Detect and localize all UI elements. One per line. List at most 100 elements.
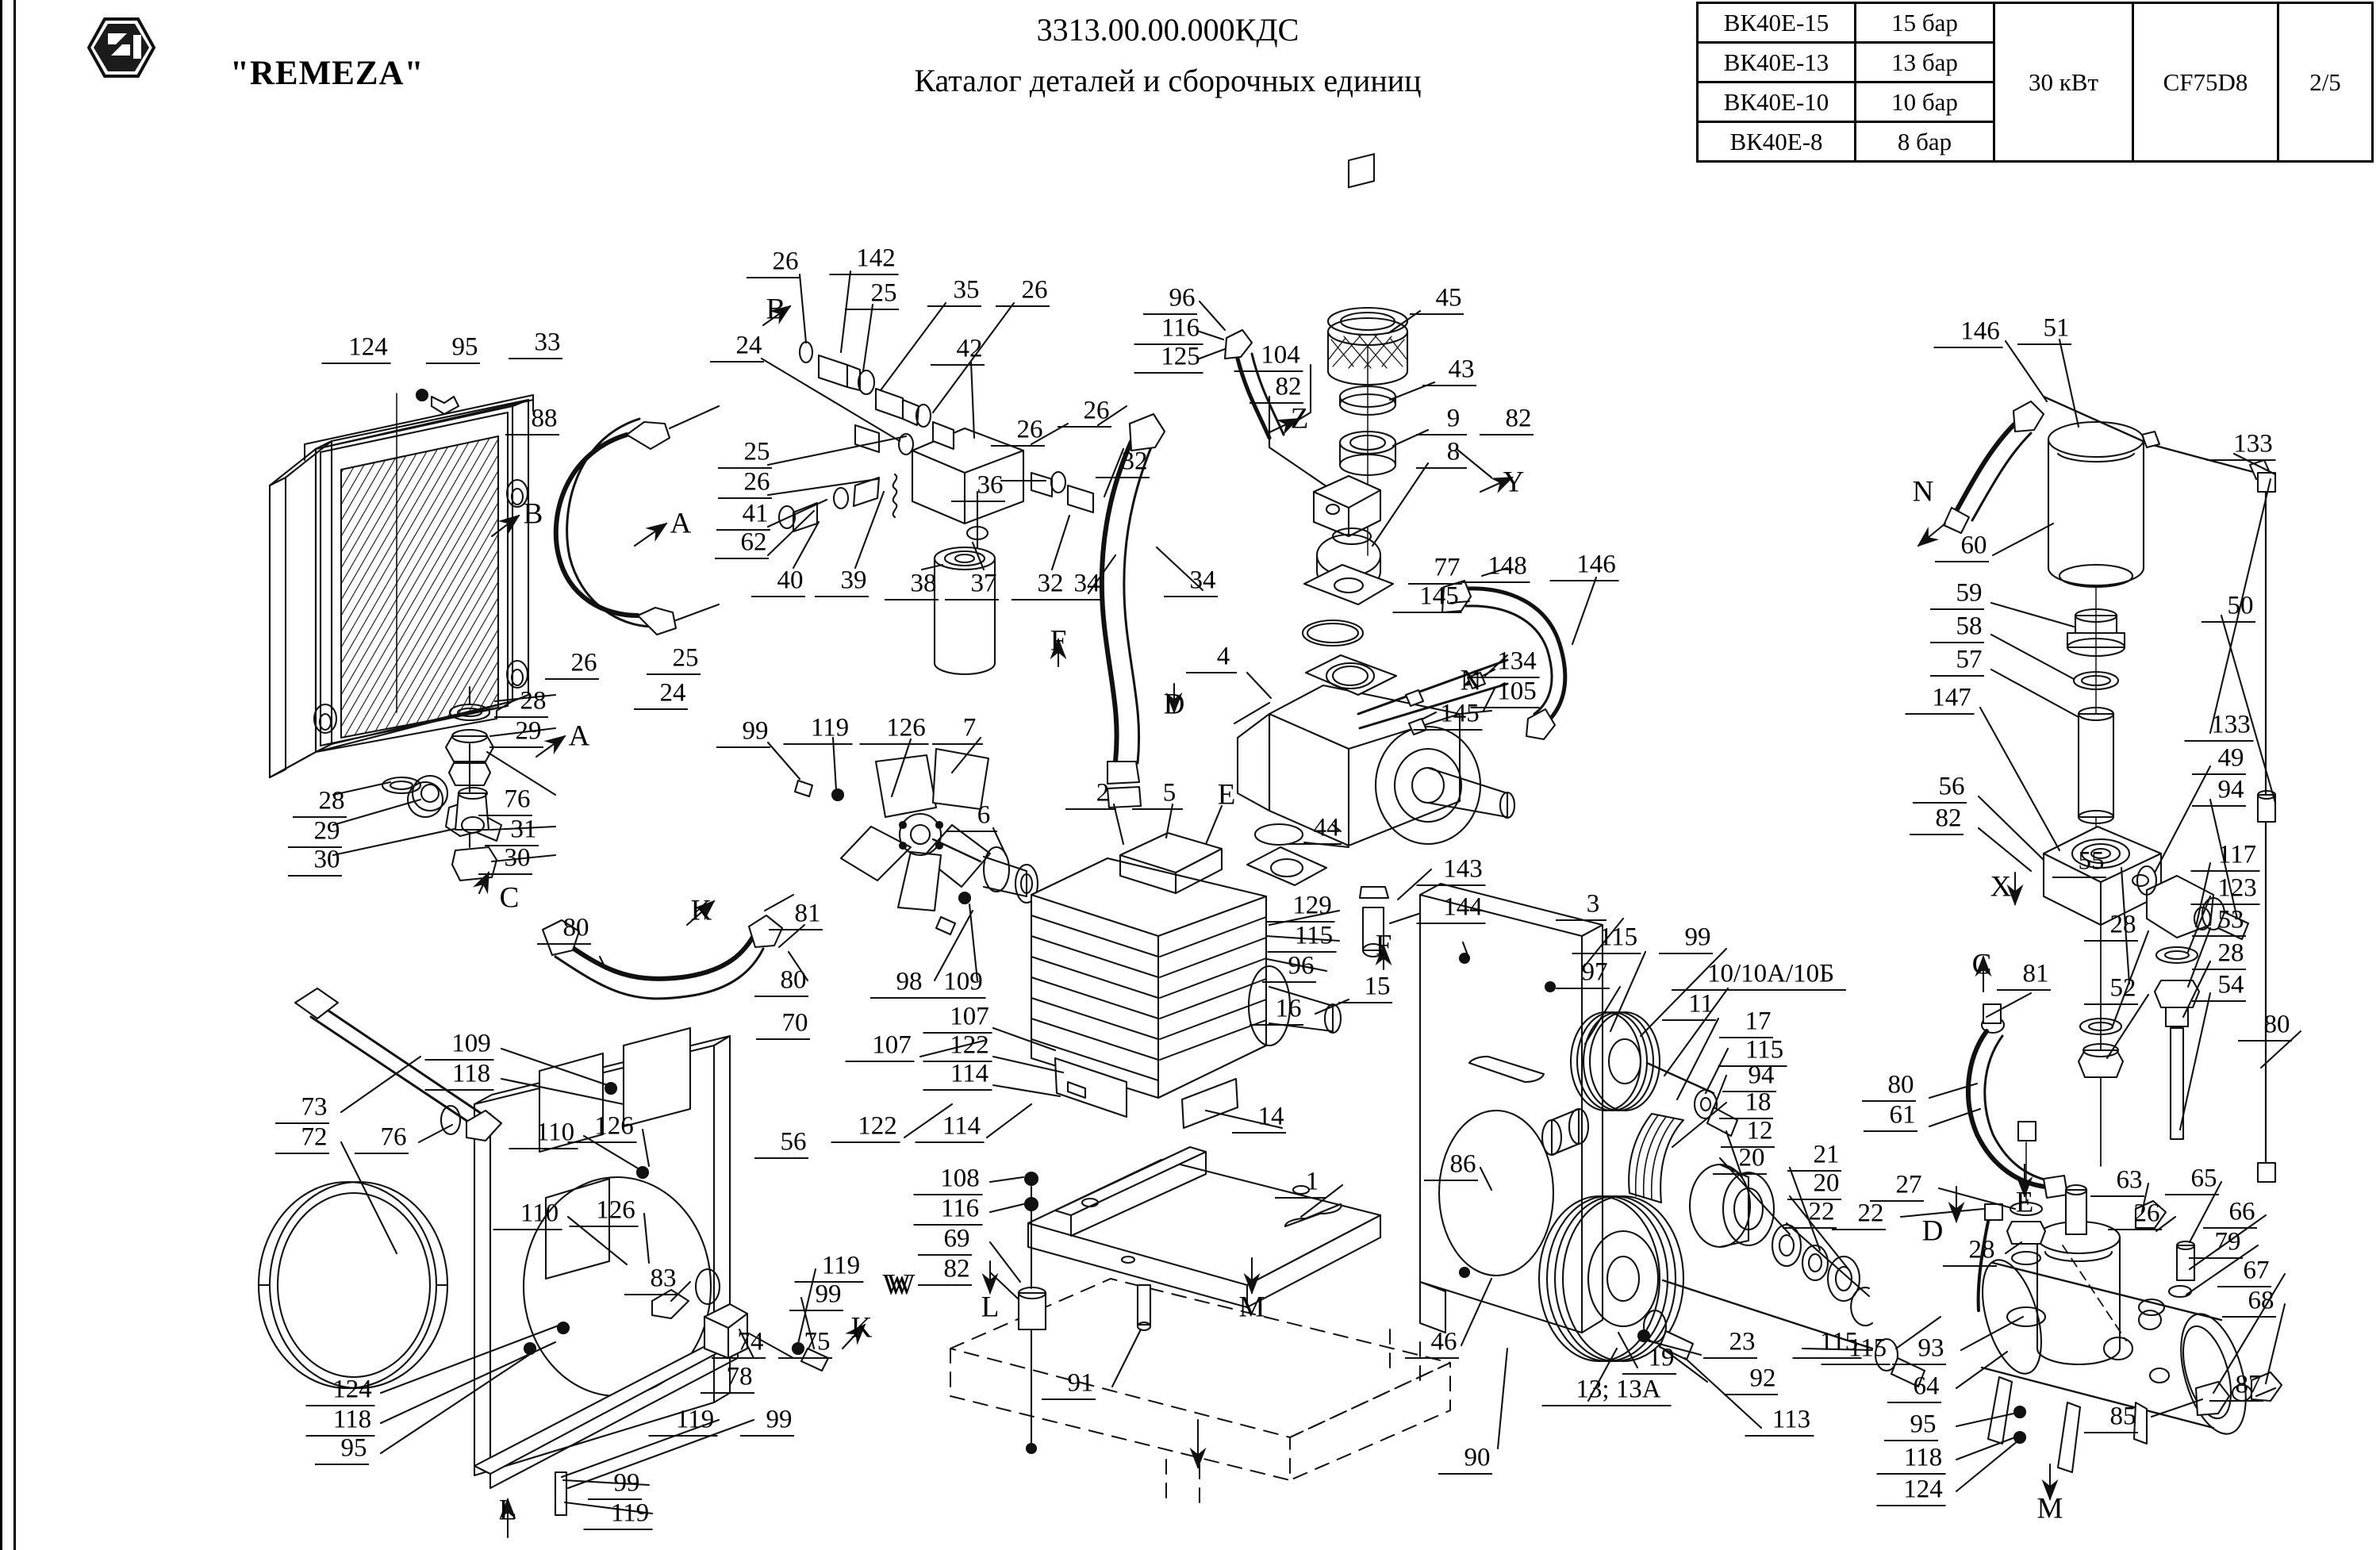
part-number-callout: 46 (1430, 1327, 1457, 1356)
part-number-callout: 33 (534, 328, 561, 357)
part-number-callout: 54 (2217, 970, 2244, 999)
part-number-callout: 67 (2243, 1256, 2270, 1285)
model-cell: ВК40Е-13 (1696, 41, 1856, 83)
part-number-callout: 80 (562, 913, 589, 942)
hose-80-61-right (1928, 992, 2302, 1199)
part-number-callout: 26 (1021, 275, 1048, 305)
part-number-callout: 26 (1083, 396, 1110, 425)
part-number-callout: 30 (313, 845, 340, 874)
part-number-callout: 109 (943, 967, 983, 996)
manifold-block-42 (760, 270, 1128, 676)
part-number-callout: 70 (781, 1008, 808, 1038)
part-number-callout: 133 (2211, 710, 2251, 739)
part-number-callout: 72 (301, 1122, 328, 1152)
part-number-callout: 64 (1913, 1372, 1940, 1401)
remeza-hexagon-logo (86, 17, 156, 78)
tubes-134-105 (1357, 658, 1509, 736)
part-number-callout: 110 (536, 1118, 575, 1147)
part-number-callout: 119 (610, 1498, 650, 1528)
part-number-callout: 122 (950, 1030, 989, 1060)
pressure-cell: 8 бар (1854, 121, 1995, 163)
part-number-callout: 18 (1745, 1088, 1772, 1117)
part-number-callout: 145 (1440, 699, 1480, 728)
part-number-callout: 82 (1505, 404, 1532, 433)
part-number-callout: 26 (2133, 1199, 2160, 1228)
part-number-callout: 50 (2227, 591, 2254, 620)
code-cell: CF75D8 (2132, 2, 2279, 163)
page-title: 3313.00.00.000КДС (1036, 12, 1299, 48)
part-number-callout: 99 (1684, 923, 1711, 952)
part-number-callout: 82 (1935, 804, 1962, 833)
model-cell: ВК40Е-8 (1696, 121, 1856, 163)
part-number-callout: 11 (1688, 989, 1714, 1019)
part-number-callout: 91 (1067, 1368, 1094, 1398)
section-arrow-label: F (1050, 624, 1067, 658)
part-number-callout: 119 (821, 1251, 861, 1280)
part-number-callout: 77 (1434, 553, 1461, 582)
part-number-callout: 76 (504, 785, 531, 814)
section-arrow-label: W (882, 1268, 911, 1302)
brand-name: "REMEZA" (230, 55, 424, 92)
part-number-callout: 60 (1960, 531, 1987, 560)
section-arrow-label: E (2015, 1186, 2034, 1219)
page-subtitle: Каталог деталей и сборочных единиц (914, 63, 1422, 98)
part-number-callout: 10/10А/10Б (1706, 959, 1835, 988)
partition-panel (1418, 882, 1604, 1450)
part-number-callout: 115 (1745, 1035, 1784, 1065)
part-number-callout: 32 (1037, 569, 1064, 598)
part-number-callout: 32 (1121, 447, 1148, 476)
cooling-fan-assembly (685, 736, 1039, 982)
spec-table: ВК40Е-15 15 бар 30 кВт CF75D8 2/5 ВК40Е-… (1696, 2, 2374, 163)
part-number-callout: 31 (510, 815, 537, 844)
part-number-callout: 28 (520, 686, 547, 716)
part-number-callout: 90 (1464, 1443, 1491, 1472)
part-number-callout: 29 (515, 716, 542, 746)
section-arrow-label: M (1238, 1291, 1265, 1324)
part-number-callout: 15 (1364, 972, 1391, 1001)
part-number-callout: 143 (1443, 854, 1483, 884)
part-number-callout: 41 (742, 499, 769, 528)
part-number-callout: 118 (332, 1405, 372, 1434)
table-row: ВК40Е-8 8 бар (1696, 121, 2373, 163)
section-arrow-label: F (1375, 929, 1392, 962)
part-number-callout: 117 (2217, 840, 2257, 869)
section-arrow-label: X (1990, 870, 2012, 904)
base-plate (950, 1145, 1451, 1513)
part-number-callout: 26 (772, 247, 799, 276)
part-number-callout: 23 (1729, 1327, 1756, 1356)
part-number-callout: 94 (1748, 1061, 1775, 1090)
part-number-callout: 56 (1938, 772, 1965, 801)
part-number-callout: 42 (956, 334, 983, 363)
part-number-callout: 45 (1435, 283, 1462, 313)
part-number-callout: 69 (943, 1224, 970, 1253)
part-number-callout: 147 (1932, 683, 1971, 712)
part-number-callout: 30 (504, 843, 531, 873)
part-number-callout: 49 (2217, 743, 2244, 773)
part-number-callout: 145 (1419, 581, 1459, 611)
section-arrow-label: L (498, 1494, 517, 1527)
part-number-callout: 119 (810, 713, 850, 742)
part-number-callout: 113 (1772, 1405, 1811, 1434)
intake-valve-block (1303, 153, 1395, 606)
part-number-callout: 59 (1956, 578, 1983, 608)
part-number-callout: 61 (1889, 1100, 1916, 1130)
section-arrow-label: Y (1503, 466, 1525, 499)
part-number-callout: 109 (451, 1029, 491, 1058)
section-arrow-label: E (1217, 778, 1236, 811)
part-number-callout: 19 (1648, 1343, 1675, 1372)
part-number-callout: 108 (940, 1164, 980, 1193)
part-number-callout: 1 (1305, 1167, 1319, 1196)
section-arrow-label: C (499, 881, 520, 915)
part-number-callout: 134 (1497, 646, 1537, 676)
part-number-callout: 22 (1857, 1199, 1884, 1228)
table-row: ВК40Е-10 10 бар (1696, 81, 2373, 123)
part-number-callout: 125 (1161, 342, 1200, 371)
part-number-callout: 20 (1813, 1168, 1840, 1198)
part-number-callout: 86 (1449, 1149, 1476, 1179)
part-number-callout: 6 (977, 800, 991, 830)
part-number-callout: 144 (1443, 892, 1483, 922)
part-number-callout: 87 (2235, 1370, 2262, 1399)
part-number-callout: 75 (804, 1327, 831, 1356)
section-arrow-label: A (568, 719, 590, 753)
